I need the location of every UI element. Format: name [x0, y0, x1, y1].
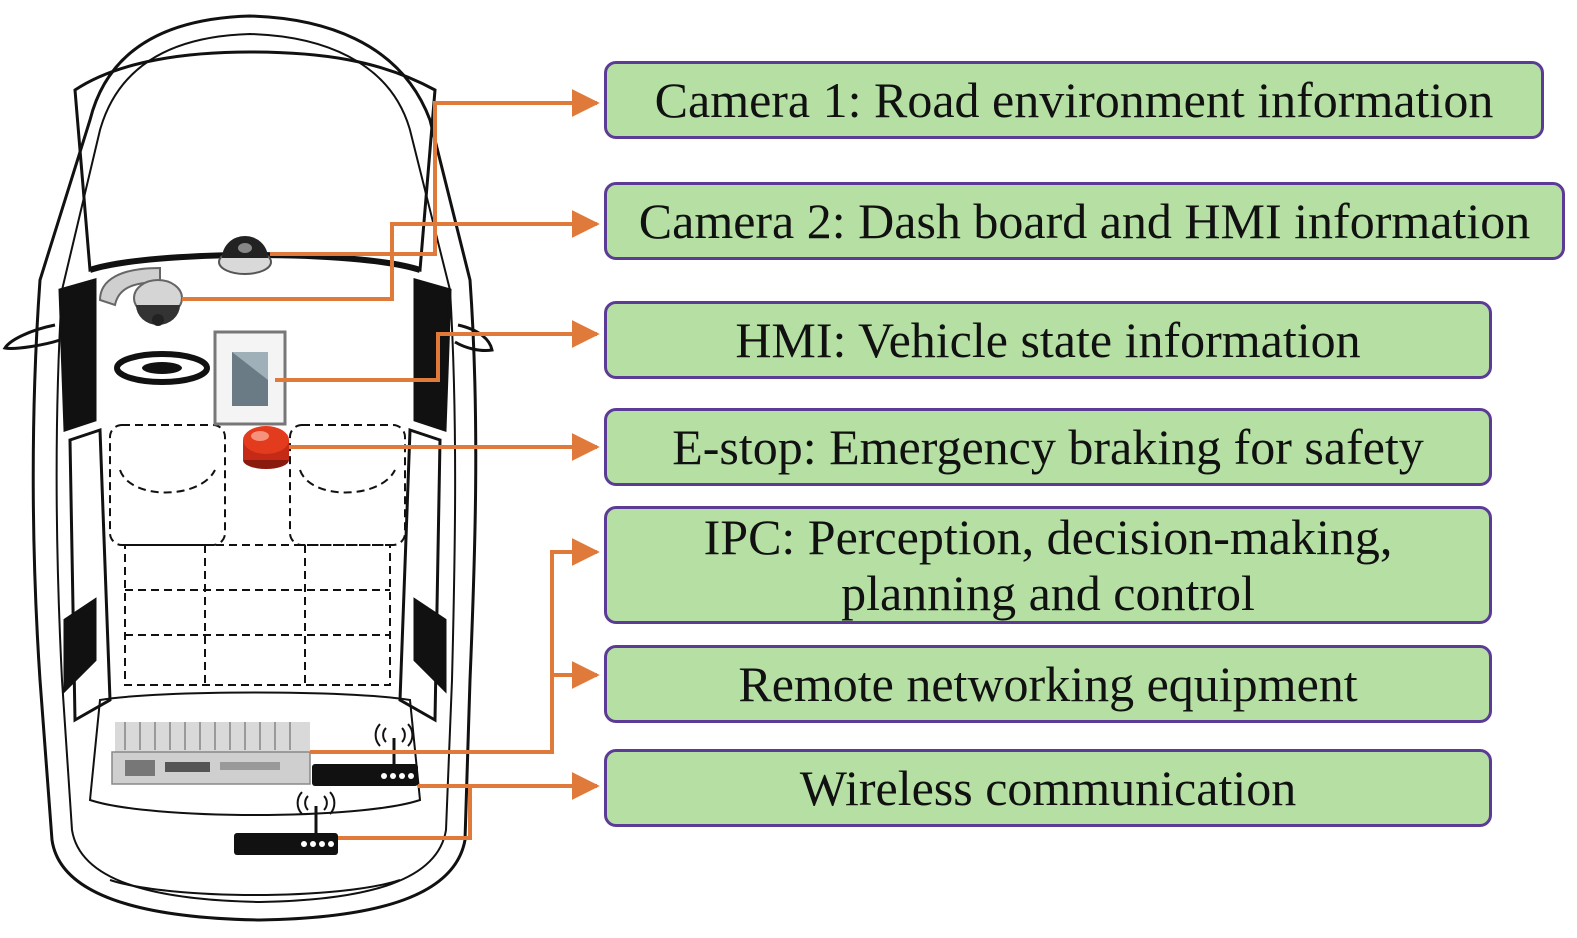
connector-camera2 — [182, 210, 600, 301]
label-camera2-text: Camera 2: Dash board and HMI information — [638, 193, 1531, 249]
steering-wheel — [114, 351, 210, 385]
connector-hmi — [275, 320, 600, 382]
label-hmi-text: HMI: Vehicle state information — [735, 312, 1361, 368]
label-wireless: Wireless communication — [604, 749, 1492, 827]
connector-ipc — [310, 538, 600, 754]
connector-wireless-router2 — [338, 786, 472, 840]
label-estop-text: E-stop: Emergency braking for safety — [672, 419, 1424, 475]
car-body — [2, 14, 494, 922]
interior-seats — [109, 424, 406, 686]
label-ipc-line1: IPC: Perception, decision-making, — [703, 509, 1393, 565]
label-remote: Remote networking equipment — [604, 645, 1492, 723]
label-camera1-text: Camera 1: Road environment information — [654, 72, 1494, 128]
connectors — [182, 89, 600, 840]
hmi-tablet-icon — [213, 330, 287, 426]
label-camera2: Camera 2: Dash board and HMI information — [604, 182, 1565, 260]
estop-button-icon — [243, 426, 289, 469]
label-camera1: Camera 1: Road environment information — [604, 61, 1544, 139]
camera-1-icon — [218, 236, 272, 275]
ipc-computer-icon — [111, 722, 311, 785]
connector-camera1 — [270, 89, 600, 256]
label-ipc: IPC: Perception, decision-making, planni… — [604, 506, 1492, 624]
label-ipc-line2: planning and control — [841, 565, 1255, 621]
label-wireless-text: Wireless communication — [799, 760, 1297, 816]
camera-2-icon — [98, 266, 183, 326]
label-hmi: HMI: Vehicle state information — [604, 301, 1492, 379]
label-estop: E-stop: Emergency braking for safety — [604, 408, 1492, 486]
router-2-icon — [234, 791, 338, 855]
router-1-icon — [312, 723, 418, 786]
label-remote-text: Remote networking equipment — [738, 656, 1358, 712]
